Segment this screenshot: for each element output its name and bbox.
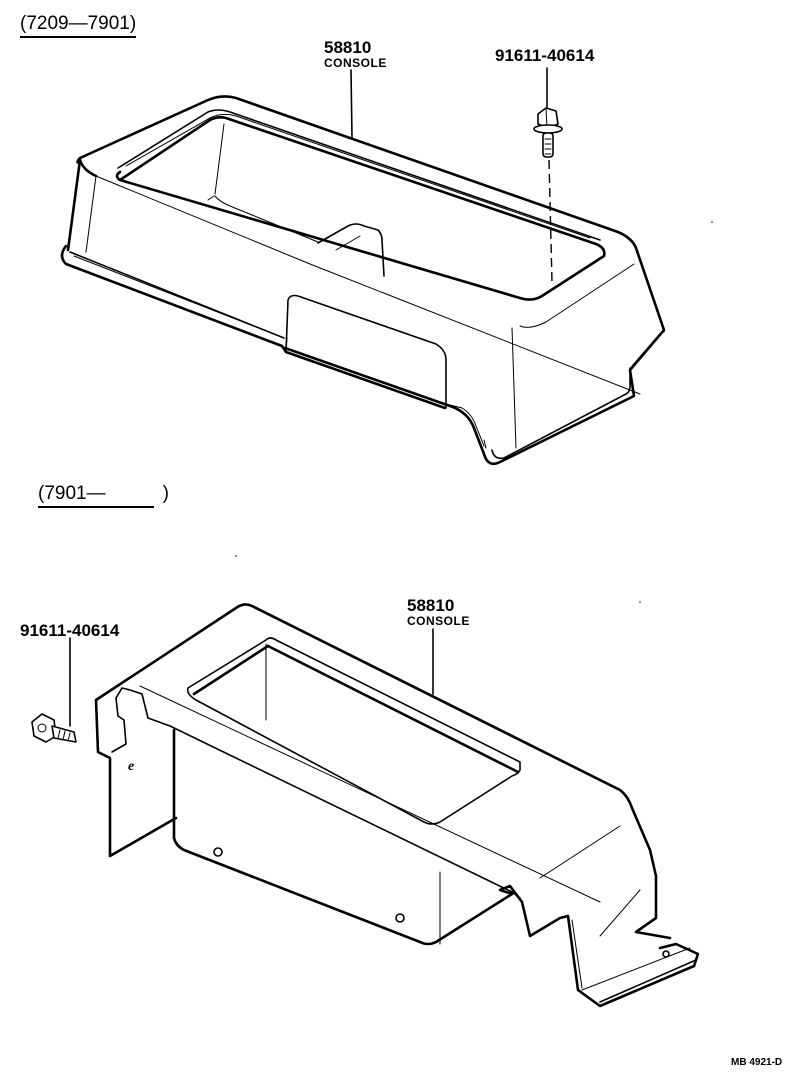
section-2-range-label: (7901— ) bbox=[38, 484, 169, 508]
section-1-range-label: (7209—7901) bbox=[20, 14, 137, 38]
bracket-mark: e bbox=[128, 759, 134, 774]
bolt-install-path-top bbox=[548, 159, 553, 283]
section-2-console-part-number: 58810 bbox=[407, 596, 455, 615]
section-1-bolt-part-number: 91611-40614 bbox=[495, 46, 595, 65]
section-1-console-part-name: CONSOLE bbox=[324, 56, 387, 70]
section-2-bolt-part-number: 91611-40614 bbox=[20, 621, 120, 640]
section-1-console-part-number: 58810 bbox=[324, 38, 372, 57]
flange-bolt-top bbox=[533, 67, 563, 283]
section-2-console-part-name: CONSOLE bbox=[407, 614, 470, 628]
console-tray-illustration-top bbox=[60, 69, 666, 466]
console-bracket-illustration-bottom: e bbox=[94, 603, 700, 1008]
diagram-reference-code: MB 4921-D bbox=[731, 1057, 783, 1068]
console-leader-line-top bbox=[350, 69, 353, 139]
flange-bolt-bottom bbox=[31, 637, 77, 743]
